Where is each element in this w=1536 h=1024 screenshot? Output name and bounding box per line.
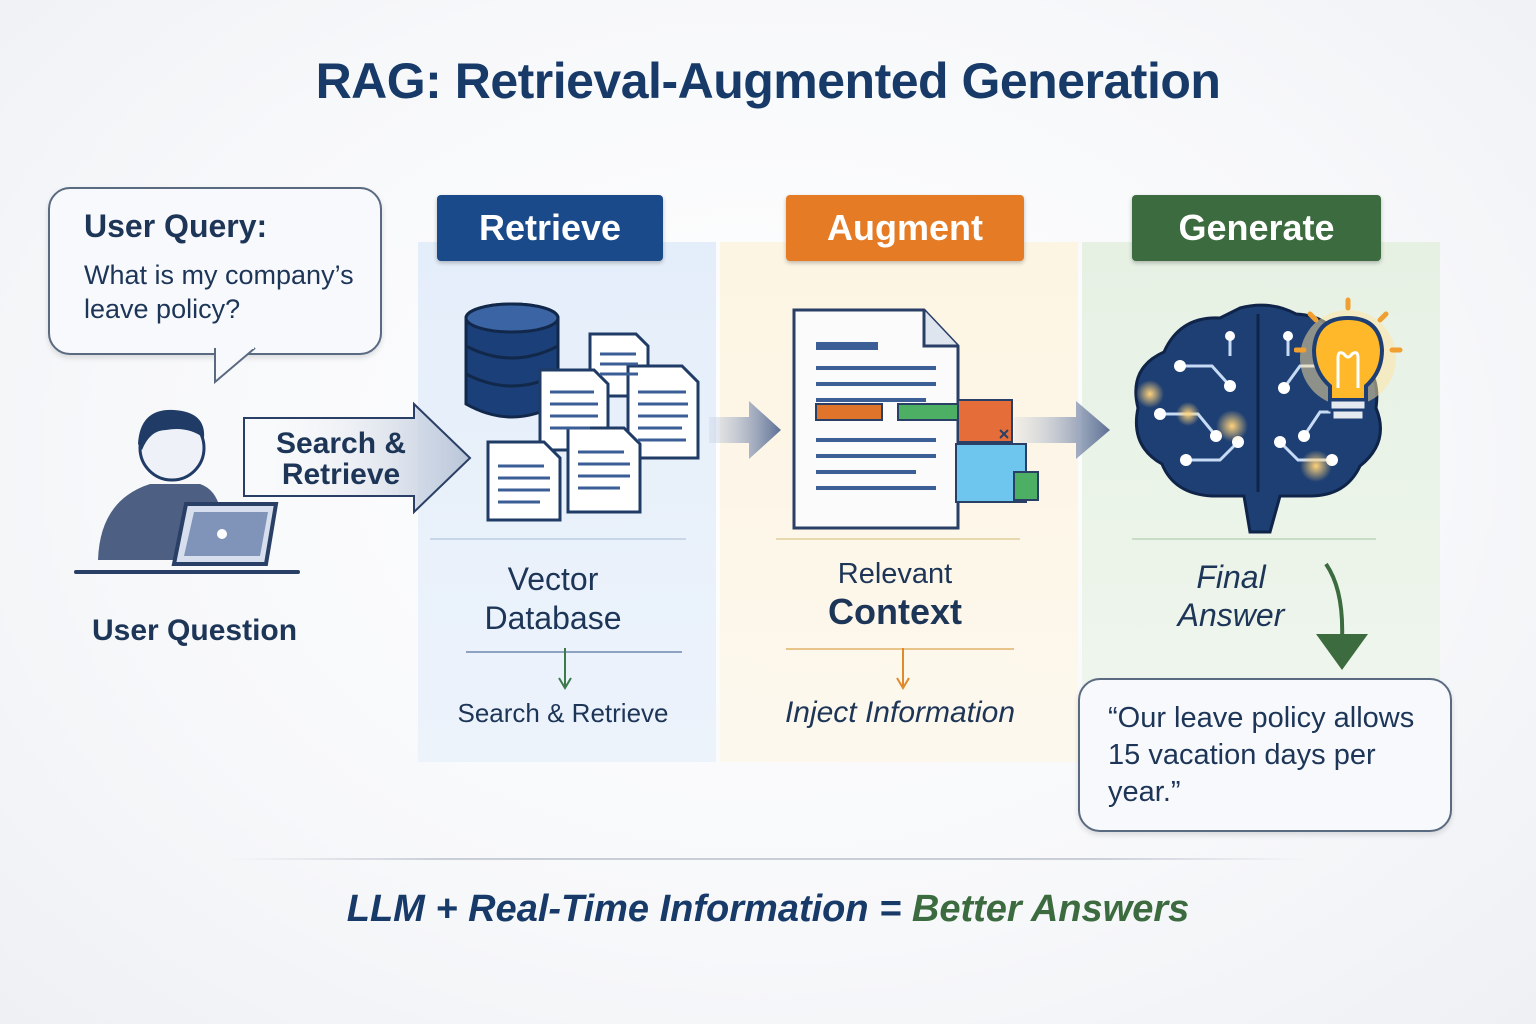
retrieve-divider-bottom bbox=[466, 651, 682, 653]
footer-divider bbox=[230, 858, 1306, 860]
augment-generate-arrow-icon bbox=[1014, 401, 1110, 459]
curved-down-arrow-icon bbox=[1316, 562, 1368, 670]
retrieve-tab: Retrieve bbox=[437, 195, 663, 261]
down-arrow-orange-icon bbox=[896, 648, 910, 690]
down-arrow-green-icon bbox=[558, 648, 572, 690]
vector-database-caption-line2: Database bbox=[484, 600, 622, 636]
relevant-context-caption-line2: Context bbox=[828, 591, 962, 632]
vector-database-caption: Vector Database bbox=[418, 560, 688, 638]
search-retrieve-arrow-icon bbox=[243, 401, 472, 515]
context-document-icon bbox=[792, 308, 1039, 530]
arrow-label-line2: Retrieve bbox=[281, 458, 401, 491]
search-retrieve-arrow-label: Search & Retrieve bbox=[276, 428, 406, 490]
bubble-tail-icon bbox=[214, 346, 256, 385]
augment-tab: Augment bbox=[786, 195, 1024, 261]
lightbulb-icon bbox=[1294, 297, 1403, 422]
user-query-title: User Query: bbox=[84, 208, 268, 244]
final-answer-caption-line2: Answer bbox=[1177, 597, 1285, 633]
footer-part2: Better Answers bbox=[911, 888, 1190, 930]
augment-divider-bottom bbox=[786, 648, 1014, 650]
user-question-label: User Question bbox=[92, 614, 298, 647]
relevant-context-caption: Relevant Context bbox=[760, 558, 1030, 633]
final-answer-text: “Our leave policy allows 15 vacation day… bbox=[1108, 702, 1415, 808]
final-answer-box bbox=[1078, 678, 1452, 832]
user-laptop-icon bbox=[74, 409, 300, 574]
footer-tagline: LLM + Real-Time Information = Better Ans… bbox=[0, 888, 1536, 931]
user-query-text: What is my company’s leave policy? bbox=[84, 260, 354, 324]
relevant-context-caption-line1: Relevant bbox=[837, 558, 953, 590]
inject-information-sub: Inject Information bbox=[784, 696, 1016, 729]
footer-part1: LLM + Real-Time Information = bbox=[346, 888, 912, 930]
retrieve-augment-arrow-icon bbox=[709, 401, 781, 459]
page-title: RAG: Retrieval-Augmented Generation bbox=[315, 53, 1221, 109]
database-icon bbox=[464, 302, 700, 522]
augment-divider-top bbox=[776, 538, 1020, 540]
generate-tab: Generate bbox=[1132, 195, 1381, 261]
arrow-label-line1: Search & bbox=[276, 427, 407, 460]
generate-divider-top bbox=[1132, 538, 1376, 540]
final-answer-caption-line1: Final bbox=[1196, 559, 1266, 595]
vector-database-caption-line1: Vector bbox=[507, 561, 599, 597]
final-answer-caption: Final Answer bbox=[1096, 558, 1366, 634]
search-retrieve-sub: Search & Retrieve bbox=[457, 698, 669, 728]
retrieve-divider-top bbox=[430, 538, 686, 540]
